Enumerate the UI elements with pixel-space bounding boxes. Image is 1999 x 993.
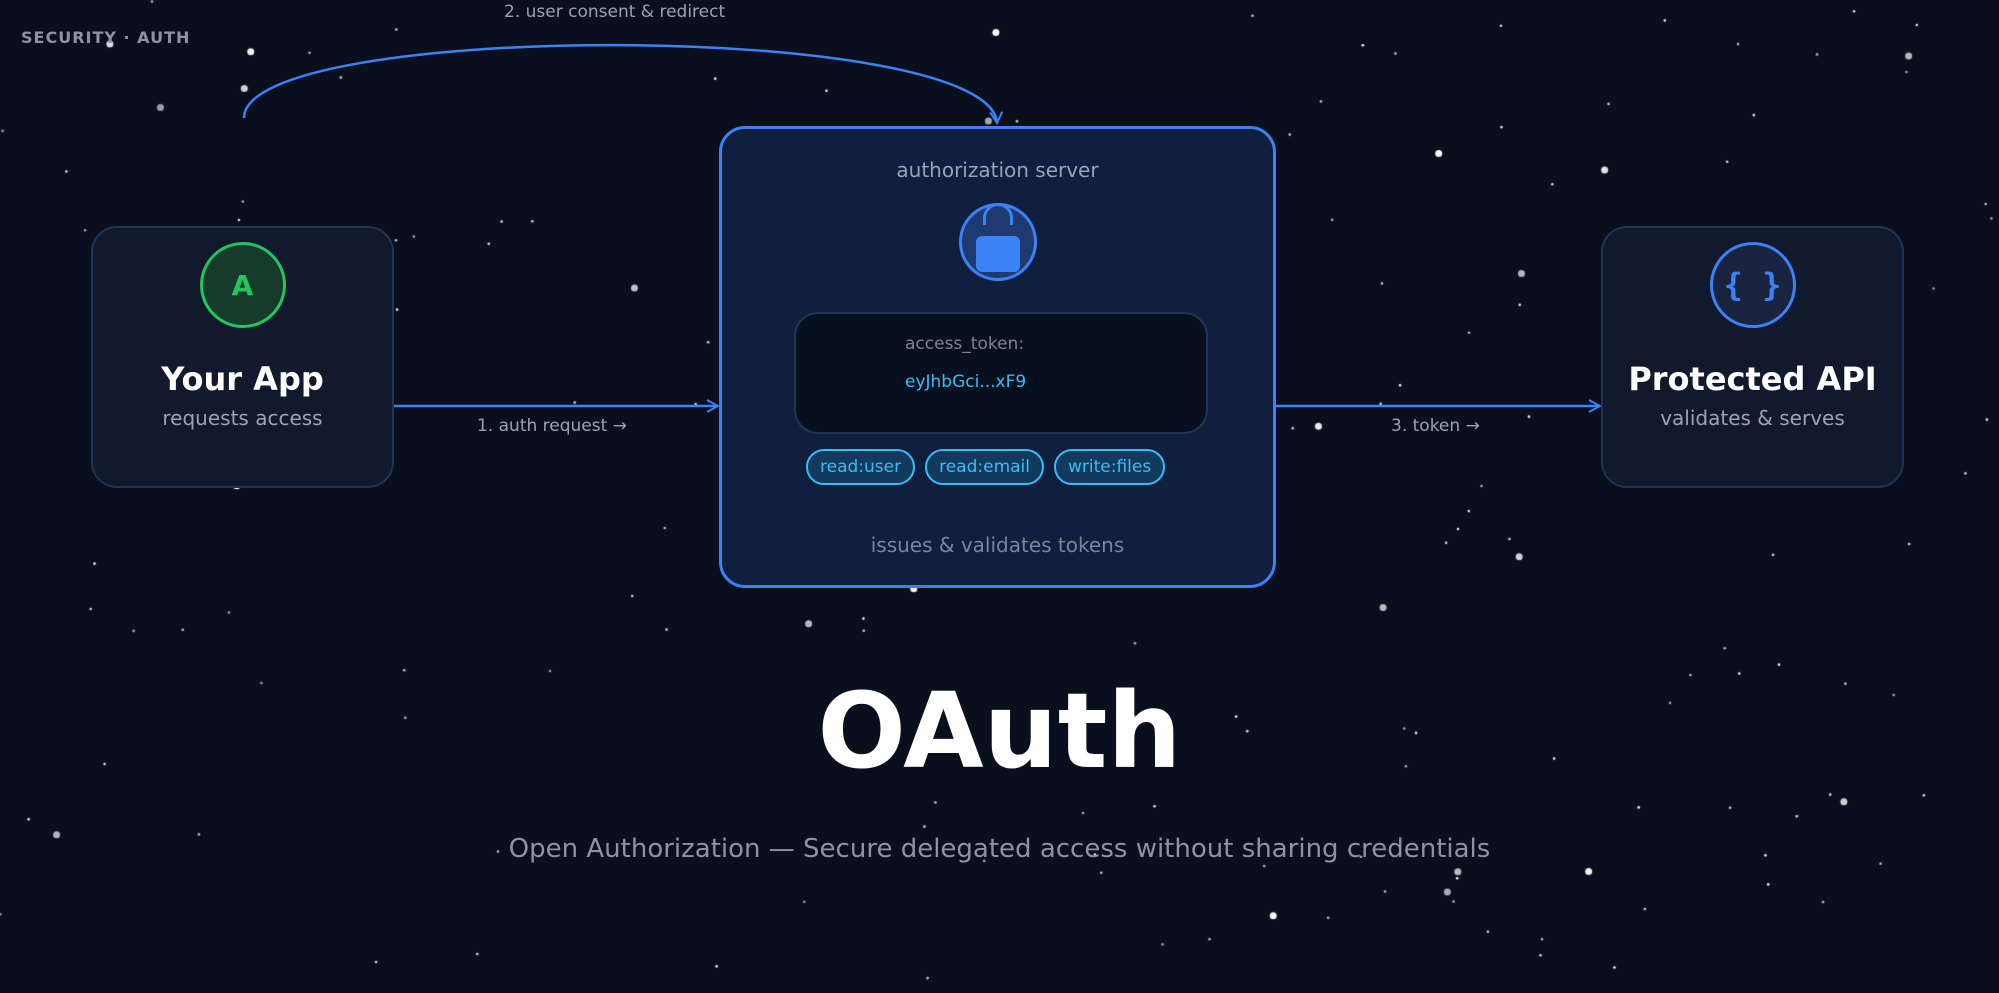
scope-chip: read:email [925, 449, 1044, 485]
page-title: OAuth [817, 670, 1182, 792]
access-token-box: access_token: eyJhbGci...xF9 [794, 312, 1208, 434]
api-title: Protected API [1628, 360, 1877, 398]
token-value: eyJhbGci...xF9 [905, 372, 1027, 392]
client-subtitle: requests access [162, 406, 323, 430]
app-icon: A [199, 242, 286, 328]
section-label: SECURITY · AUTH [21, 28, 191, 47]
protected-api-card: { } Protected API validates & serves [1601, 226, 1904, 488]
lock-icon [958, 203, 1037, 281]
braces-icon: { } [1709, 242, 1796, 328]
page-subtitle: Open Authorization — Secure delegated ac… [508, 834, 1491, 864]
arrow-consent-redirect [242, 43, 997, 123]
step2-label: 2. user consent & redirect [504, 2, 726, 22]
token-label: access_token: [905, 334, 1025, 354]
client-title: Your App [161, 360, 324, 398]
authorization-server-card: authorization server access_token: eyJhb… [719, 126, 1276, 588]
auth-server-title: authorization server [896, 158, 1099, 182]
scope-chip: read:user [806, 449, 916, 485]
step1-label: 1. auth request → [477, 416, 627, 436]
auth-server-footer: issues & validates tokens [870, 533, 1125, 557]
step3-label: 3. token → [1391, 416, 1480, 436]
scope-chips: read:user read:email write:files [806, 449, 1166, 485]
scope-chip: write:files [1054, 449, 1166, 485]
client-app-card: A Your App requests access [91, 226, 394, 488]
api-subtitle: validates & serves [1660, 406, 1845, 430]
